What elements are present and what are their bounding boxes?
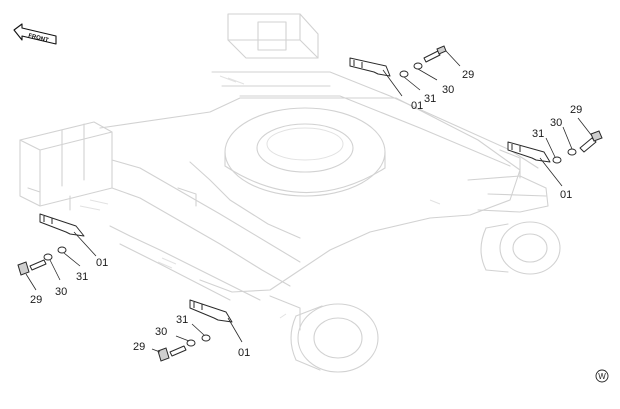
spring-washer-shape (552, 156, 562, 164)
washer-shape (186, 339, 196, 347)
callout-bolt: 29 (462, 69, 474, 81)
washer-shape (567, 148, 577, 156)
guard-plate-shape (39, 213, 85, 237)
corner-mark: W (595, 369, 609, 383)
corner-mark-label: W (598, 372, 606, 381)
callout-guard: 01 (411, 100, 423, 112)
guard-plate-shape (507, 141, 551, 163)
washer-shape (43, 253, 53, 261)
callout-bolt: 29 (30, 294, 42, 306)
callout-spring-washer: 31 (176, 314, 188, 326)
spring-washer-shape (201, 334, 211, 342)
callout-washer: 30 (55, 286, 67, 298)
guard-plate-shape (349, 57, 391, 77)
washer-shape (413, 62, 423, 70)
frame-outline (19, 13, 561, 373)
callout-spring-washer: 31 (76, 271, 88, 283)
guard-plate-shape (189, 299, 233, 323)
front-arrow-icon: FRONT (13, 23, 57, 45)
bolt-shape (423, 45, 447, 63)
bolt-shape (17, 259, 47, 276)
callout-guard: 01 (96, 257, 108, 269)
fastener-group-bottom: 01 31 30 29 (133, 299, 250, 362)
callout-spring-washer: 31 (424, 93, 436, 105)
callout-spring-washer: 31 (532, 128, 544, 140)
fastener-group-left: 01 31 30 29 (17, 213, 108, 306)
front-label: FRONT (28, 33, 50, 44)
bolt-shape (579, 130, 603, 153)
bolt-shape (157, 345, 187, 362)
fastener-group-top: 01 31 30 29 (349, 45, 474, 112)
callout-guard: 01 (238, 347, 250, 359)
spring-washer-shape (57, 246, 67, 254)
callout-washer: 30 (550, 117, 562, 129)
callout-guard: 01 (560, 189, 572, 201)
spring-washer-shape (399, 70, 409, 78)
callout-washer: 30 (442, 84, 454, 96)
fastener-group-right: 01 31 30 29 (507, 104, 603, 201)
callout-washer: 30 (155, 326, 167, 338)
callout-bolt: 29 (133, 341, 145, 353)
callout-bolt: 29 (570, 104, 582, 116)
